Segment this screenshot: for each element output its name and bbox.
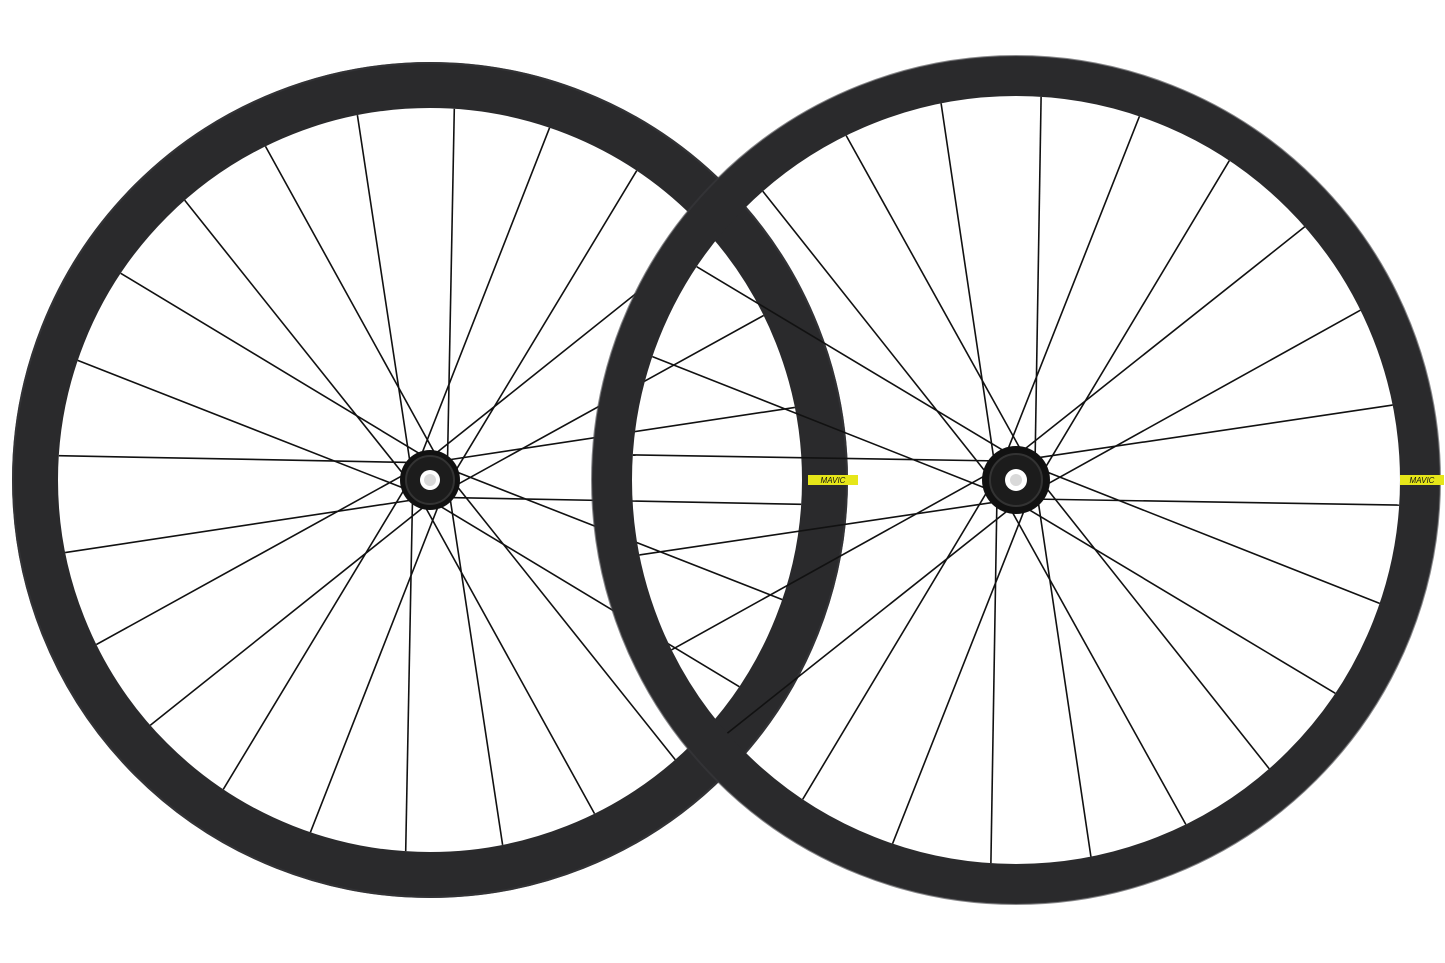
- front-wheel-spoke: [309, 498, 442, 833]
- rear-wheel-decal: MAVIC: [1400, 475, 1444, 485]
- rear-wheel-spoke: [1036, 467, 1380, 605]
- rear-wheel-spoke: [1018, 503, 1336, 694]
- front-wheel-spoke: [264, 146, 440, 461]
- rear-wheel-spoke: [1030, 498, 1400, 506]
- front-wheel-spoke: [418, 127, 551, 462]
- rear-wheel-spoke: [891, 500, 1029, 844]
- front-wheel-spoke: [184, 199, 409, 481]
- rear-wheel-spoke: [1036, 491, 1092, 857]
- rear-wheel-spoke: [696, 266, 1014, 457]
- decal-text-front: MAVIC: [821, 476, 846, 485]
- front-wheel-hub: [400, 450, 460, 510]
- rear-wheel-spoke: [639, 500, 1005, 556]
- rear-wheel-spoke: [1015, 226, 1306, 457]
- front-wheel-spoke: [448, 490, 504, 846]
- rear-wheel-hub: [982, 446, 1050, 514]
- rear-wheel-spokes: [632, 96, 1400, 864]
- front-wheel-spoke: [77, 359, 412, 492]
- front-wheel-spoke: [446, 108, 456, 467]
- rear-wheel-spoke: [1039, 160, 1230, 478]
- rear-wheel-spoke: [1034, 96, 1042, 466]
- front-wheel-spoke: [432, 501, 740, 688]
- rear-wheel-spoke: [671, 470, 995, 651]
- front-wheel-spoke: [96, 470, 411, 646]
- rear-wheel-spoke: [1039, 479, 1270, 770]
- front-wheel-spoke: [451, 479, 676, 761]
- rear-wheel-spoke: [802, 482, 993, 800]
- rear-wheel-spoke: [1027, 404, 1393, 460]
- front-wheel-spoke: [149, 501, 431, 726]
- front-wheel-spoke: [356, 114, 412, 470]
- front-wheel-spoke: [58, 454, 417, 464]
- rear-wheel-spoke: [726, 503, 1017, 734]
- rear-wheel-spoke: [632, 454, 1002, 462]
- left-decal-on-front-rim: MAVIC: [808, 475, 858, 485]
- rear-wheel: [591, 55, 1441, 905]
- rear-wheel-spoke: [1003, 116, 1141, 460]
- front-wheel-spoke: [404, 493, 414, 852]
- rear-wheel-spoke: [940, 103, 996, 469]
- front-wheel-spoke: [420, 499, 596, 814]
- rear-wheel-spoke: [652, 355, 996, 493]
- rear-wheel-spoke: [845, 135, 1026, 459]
- rear-wheel-spoke: [1006, 501, 1187, 825]
- rear-wheel-spoke: [990, 494, 998, 864]
- front-wheel-spoke: [451, 170, 638, 478]
- rear-wheel-spoke: [762, 190, 993, 481]
- rear-wheel-spoke: [1037, 309, 1361, 490]
- decal-text-rear: MAVIC: [1410, 476, 1435, 485]
- front-wheel-spoke: [64, 498, 420, 554]
- front-wheel-spoke: [222, 482, 409, 790]
- front-wheel-spoke: [120, 272, 428, 459]
